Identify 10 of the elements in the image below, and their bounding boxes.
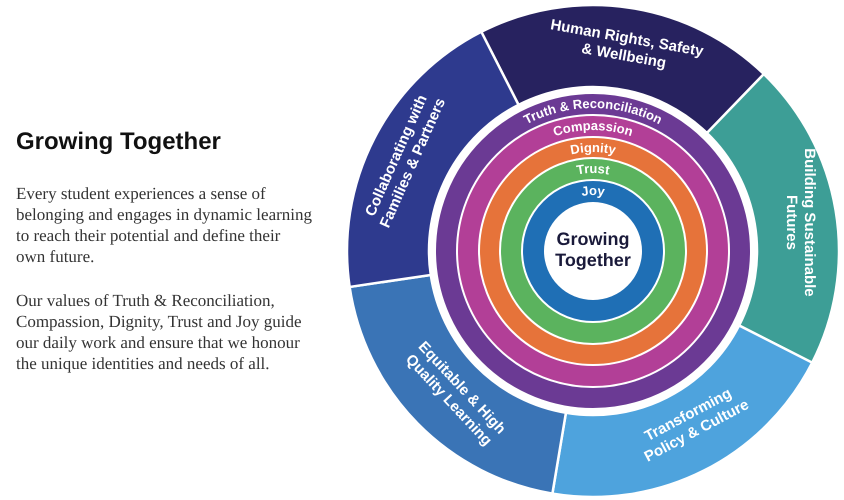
paragraph: Our values of Truth & Reconciliation, Compassion, Dignity, Trust and Joy guide our daily work and ensure that we honour the unique identities and needs of all. [16, 290, 303, 374]
segment-label: Human Rights, Safety & Wellbeing [548, 15, 706, 74]
ring-label: Joy [580, 183, 606, 199]
center-label: Growing Together [554, 229, 632, 271]
segment-label: Building Sustainable Futures [782, 147, 818, 298]
ring-label: Dignity [569, 140, 618, 158]
paragraph: Every student experiences a sense of belonging and engages in dynamic learning to reach their potential and define their own future. [16, 183, 312, 267]
ring-label: Compassion [551, 118, 635, 140]
heading: Growing Together [16, 128, 221, 156]
ring-label: Trust [575, 160, 611, 178]
